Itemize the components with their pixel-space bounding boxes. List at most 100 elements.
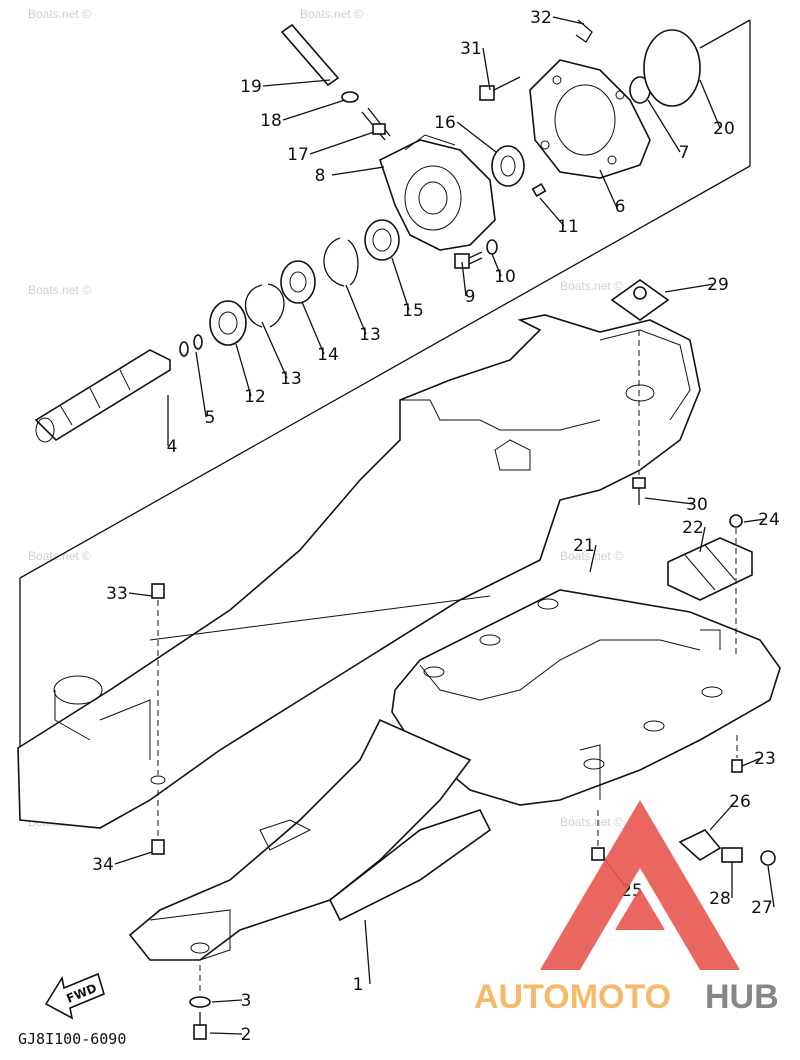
leader-line [209,1032,243,1035]
oil-seal-16 [491,145,525,187]
callout-label: 11 [557,217,579,237]
callout-label: 2 [241,1025,252,1045]
leader-line [331,166,385,176]
collar-15 [364,219,400,261]
o-ring-20 [643,29,701,107]
watermark-text: Boats.net © [560,279,623,293]
leader-line [364,919,371,985]
leader-line [235,343,252,397]
callout-label: 8 [315,166,326,186]
bearing-housing-8 [379,134,496,251]
leader-line [211,999,243,1003]
leader-line [699,79,721,129]
bolt-9 [454,251,483,269]
callout-label: 10 [494,267,516,287]
callout-label: 6 [615,197,626,217]
watermark-text: Boats.net © [28,283,91,297]
leader-line [664,283,715,293]
leader-line [767,865,775,908]
callout-label: 14 [317,345,339,365]
drawing-code: GJ8I100-6090 [18,1030,126,1048]
callout-label: 15 [402,301,424,321]
bolt-25 [591,810,605,861]
circlip-13b [323,237,359,287]
callout-label: 21 [573,536,595,556]
watermark-text: Boats.net © [28,7,91,21]
drive-shaft-4 [34,349,171,443]
callout-label: 28 [709,889,731,909]
watermark-text: Boats.net © [560,815,623,829]
circlip-13a [245,283,285,328]
callout-label: 13 [359,325,381,345]
mount-22 [667,537,753,601]
leader-line [391,257,410,311]
bolt-33 [150,583,166,785]
cap-18 [341,91,359,103]
o-rings-5 [179,334,203,357]
callout-label: 12 [244,387,266,407]
logo-triangle-icon [540,800,740,970]
callout-label: 33 [106,584,128,604]
bearing-12 [209,300,247,346]
washer-10 [486,239,498,255]
leader-line [461,261,467,297]
callout-label: 19 [240,77,262,97]
leader-line [345,284,367,335]
logo-text-hub: HUB [705,978,779,1016]
clip-32 [575,19,593,43]
leader-line [741,757,762,767]
watermark-text: Boats.net © [560,549,623,563]
leader-line [482,47,491,91]
watermark-text: Boats.net © [300,7,363,21]
bolt-30 [632,330,646,505]
callout-label: 13 [280,369,302,389]
logo-text-automoto: AUTOMOTO [474,978,671,1016]
bearing-14 [280,260,316,304]
leader-line [699,526,706,553]
pin-11 [531,182,547,198]
leader-line [456,121,497,153]
leader-line [552,16,585,25]
callout-label: 30 [686,495,708,515]
leader-line [743,518,766,523]
callout-label: 27 [751,898,773,918]
leader-line [491,253,502,277]
callout-label: 9 [465,287,476,307]
callout-label: 7 [679,143,690,163]
bracket-26 [678,829,722,861]
washer-28 [721,847,743,863]
leader-line [114,851,153,865]
bolt-34 [151,790,165,855]
leader-line [709,800,737,831]
bolt-27 [760,850,776,866]
bolt-23 [731,735,743,773]
callout-label: 4 [167,437,178,457]
callout-label: 20 [713,119,735,139]
callout-label: 29 [707,275,729,295]
callout-label: 32 [530,8,552,28]
leader-line [539,197,565,227]
callout-label: 3 [241,991,252,1011]
leader-line [261,321,288,379]
bolt-31 [479,76,521,101]
logo-inner-triangle-icon [615,888,665,930]
leader-line [195,351,207,418]
cover-6 [529,59,651,179]
leader-line [309,131,375,155]
washer-3 [189,965,211,1008]
ride-plate-1 [128,718,492,961]
callout-label: 18 [260,111,282,131]
callout-label: 1 [353,975,364,995]
bolt-2 [193,1012,207,1040]
callout-label: 16 [434,113,456,133]
callout-label: 31 [460,39,482,59]
pump-housing-casting [17,314,701,829]
leader-line [589,544,597,573]
callout-label: 5 [205,408,216,428]
fwd-arrow-icon: FWD [44,972,105,1020]
leader-line [282,99,346,121]
callout-label: 22 [682,518,704,538]
grease-fitting-17 [361,107,391,141]
automotohub-logo: AUTOMOTO HUB [474,800,779,1016]
